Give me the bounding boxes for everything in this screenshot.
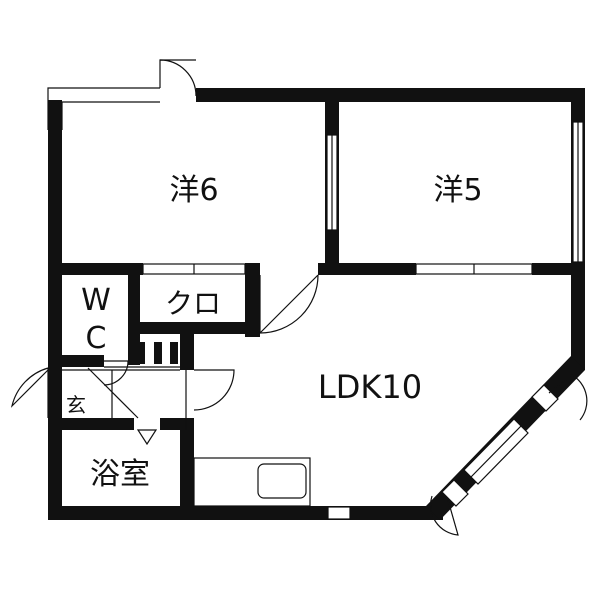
- diagonal-openings: [429, 374, 588, 536]
- wall-bath-right: [180, 430, 194, 520]
- wall-post-a: [137, 342, 145, 364]
- wall-post-c: [170, 342, 178, 364]
- wall-wc-bottom: [48, 355, 104, 367]
- diagonal-door-lower-swing: [429, 495, 459, 536]
- kitchen: [193, 457, 311, 507]
- wall-bath-top: [48, 418, 134, 430]
- windows: [142, 121, 584, 520]
- room-label-closet: クロ: [165, 287, 221, 320]
- wall-bath-top-b: [160, 418, 194, 430]
- room-label-wc-top: W: [81, 283, 111, 318]
- kitchen-counter: [193, 457, 311, 507]
- wall-top: [196, 88, 585, 102]
- kitchen-sink: [257, 463, 307, 499]
- door-ldk-north-frame: [259, 274, 319, 334]
- wall-mid-right-b: [532, 263, 582, 275]
- diagonal-window-line: [470, 425, 522, 478]
- door-ldk-north-swing: [259, 274, 319, 334]
- window-bottom-vent: [327, 506, 351, 520]
- top-door: [159, 59, 197, 97]
- room-label-bathroom: 浴室: [90, 457, 150, 492]
- top-door-swing: [159, 59, 197, 97]
- door-wc-swing: [103, 360, 129, 386]
- room-label-wc-bottom: C: [86, 321, 107, 356]
- room-label-ldk: LDK10: [318, 368, 422, 406]
- bath-door-marker: [136, 429, 158, 446]
- entrance-details: [62, 366, 180, 446]
- wall-bottom: [48, 506, 443, 520]
- room-label-western-5: 洋5: [433, 173, 482, 208]
- room-labels: 洋6 洋5 W C クロ LDK10 玄 浴室: [66, 173, 483, 492]
- room-label-entrance: 玄: [66, 393, 86, 417]
- room-label-western-6: 洋6: [169, 173, 218, 208]
- entrance-diagonal: [87, 367, 139, 419]
- doors: [10, 274, 319, 430]
- corner-outline: [47, 87, 160, 130]
- diagonal-door-upper-swing: [548, 374, 588, 421]
- wall-left: [48, 100, 62, 520]
- wall-mid-center: [245, 263, 260, 275]
- top-left-corner: [47, 87, 160, 130]
- wall-corridor-right: [180, 334, 194, 370]
- door-corridor-ldk-swing: [193, 369, 235, 411]
- diagonal-door-lower-frame: [441, 479, 469, 507]
- wall-post-b: [154, 342, 162, 364]
- wall-closet-bottom: [128, 322, 260, 334]
- door-entrance-swing: [10, 367, 49, 408]
- diagonal-door-upper-frame: [531, 384, 559, 412]
- wall-mid-right-a: [318, 263, 416, 275]
- wall-closet-right: [245, 275, 260, 337]
- wall-mid-left: [48, 263, 143, 275]
